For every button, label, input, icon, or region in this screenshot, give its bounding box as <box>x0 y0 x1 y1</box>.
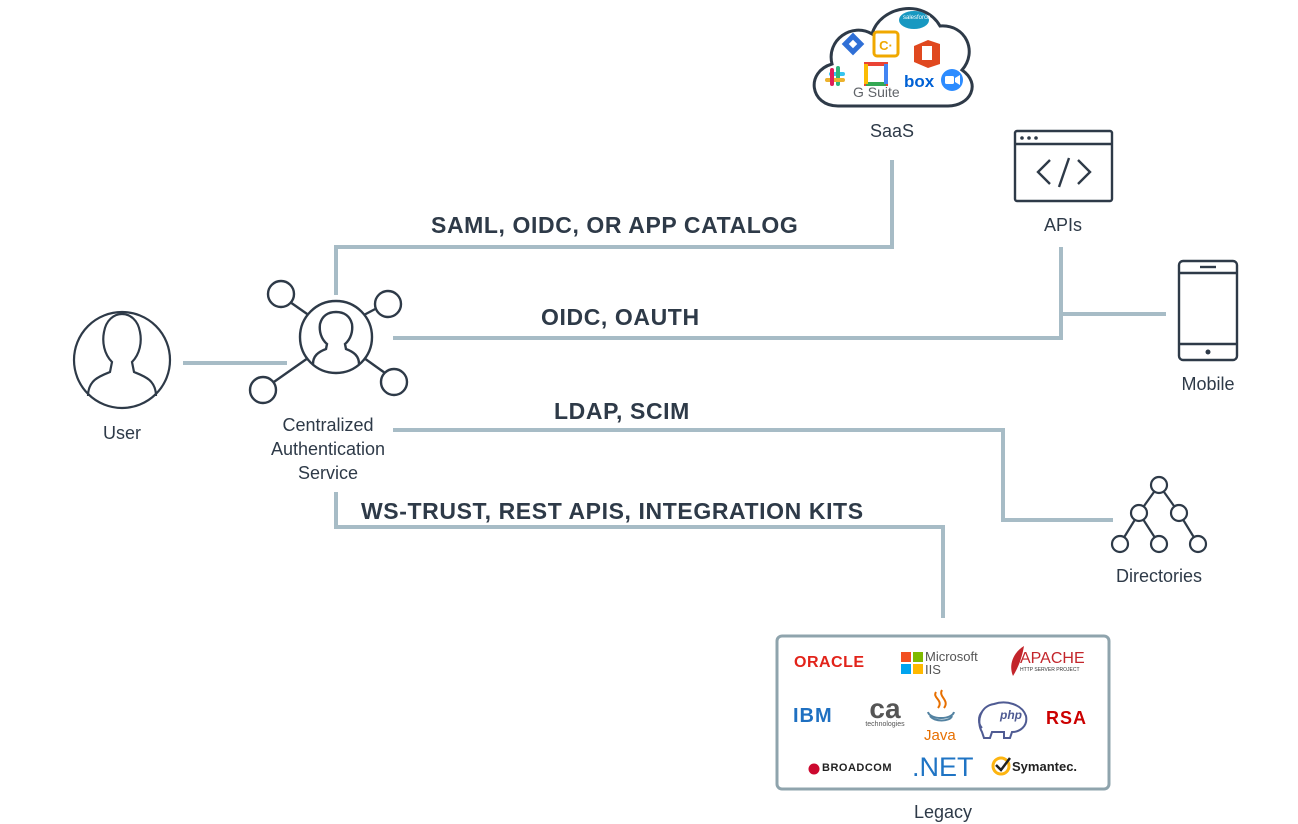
box-logo-text: box <box>904 72 935 91</box>
apache-logo: APACHE HTTP SERVER PROJECT <box>1020 650 1085 674</box>
user-icon <box>72 310 172 410</box>
mobile-phone-icon <box>1177 259 1239 362</box>
symantec-check-icon <box>991 756 1011 776</box>
legacy-connector-line <box>334 492 945 618</box>
apis-label: APIs <box>1043 215 1082 235</box>
wstrust-connection-label: WS-TRUST, REST APIS, INTEGRATION KITS <box>361 498 864 524</box>
salesforce-logo-text: salesforce <box>903 15 931 21</box>
oidc-connection-label: OIDC, OAUTH <box>541 304 700 330</box>
microsoft-iis-logo: Microsoft IIS <box>925 650 978 676</box>
connector-lines <box>183 160 1166 618</box>
saas-cloud-icon: C· <box>812 7 974 108</box>
legacy-label: Legacy <box>913 802 973 822</box>
auth-hub-icon <box>248 279 409 405</box>
auth-service-label-line2: Authentication <box>270 439 386 459</box>
microsoft-icon <box>901 652 923 674</box>
code-window-icon <box>1013 129 1114 203</box>
ca-logo-text: ca <box>869 693 901 724</box>
directories-label: Directories <box>1115 566 1203 586</box>
iis-logo-text: IIS <box>925 662 941 677</box>
oracle-logo: ORACLE <box>794 654 865 671</box>
slack-icon <box>825 66 845 86</box>
ca-logo: ca technologies <box>862 693 908 730</box>
user-label: User <box>102 423 141 443</box>
gsuite-logo-text: G Suite <box>853 84 900 100</box>
saas-connector-line <box>334 160 894 295</box>
rsa-logo: RSA <box>1046 708 1088 728</box>
apache-feather-icon <box>1011 646 1024 676</box>
gsuite-icon <box>864 62 888 86</box>
broadcom-logo: BROADCOM <box>822 762 892 774</box>
auth-service-label: Centralized Authentication Service <box>248 413 408 485</box>
confluence-icon: C· <box>872 30 900 58</box>
auth-service-label-line1: Centralized <box>282 415 374 435</box>
saml-connection-label: SAML, OIDC, OR APP CATALOG <box>431 212 799 238</box>
directory-tree-icon <box>1110 475 1208 554</box>
mobile-label: Mobile <box>1181 374 1235 394</box>
microsoft-logo-text: Microsoft <box>925 649 978 664</box>
dotnet-logo: .NET <box>912 752 974 782</box>
auth-service-label-line3: Service <box>297 463 359 483</box>
zoom-icon <box>941 69 963 91</box>
java-cup-icon <box>927 689 955 722</box>
ibm-logo: IBM <box>793 705 833 727</box>
directories-connector-line <box>393 428 1113 522</box>
apache-logo-text: APACHE <box>1020 650 1085 667</box>
php-elephant-icon <box>978 701 1028 739</box>
broadcom-icon <box>808 763 820 775</box>
symantec-logo: Symantec. <box>1012 759 1078 774</box>
ldap-connection-label: LDAP, SCIM <box>554 398 690 424</box>
apache-sub-text: HTTP SERVER PROJECT <box>1020 667 1080 673</box>
ca-sub-text: technologies <box>865 721 905 728</box>
salesforce-icon <box>899 11 929 29</box>
saas-label: SaaS <box>869 121 915 141</box>
php-logo-text: php <box>1000 708 1022 722</box>
office365-icon <box>914 40 940 68</box>
window-dots <box>1020 136 1038 140</box>
svg-text:C·: C· <box>879 38 893 53</box>
java-logo-text: Java <box>924 727 956 744</box>
apis-connector-line <box>393 247 1063 340</box>
legacy-box <box>775 634 1111 791</box>
